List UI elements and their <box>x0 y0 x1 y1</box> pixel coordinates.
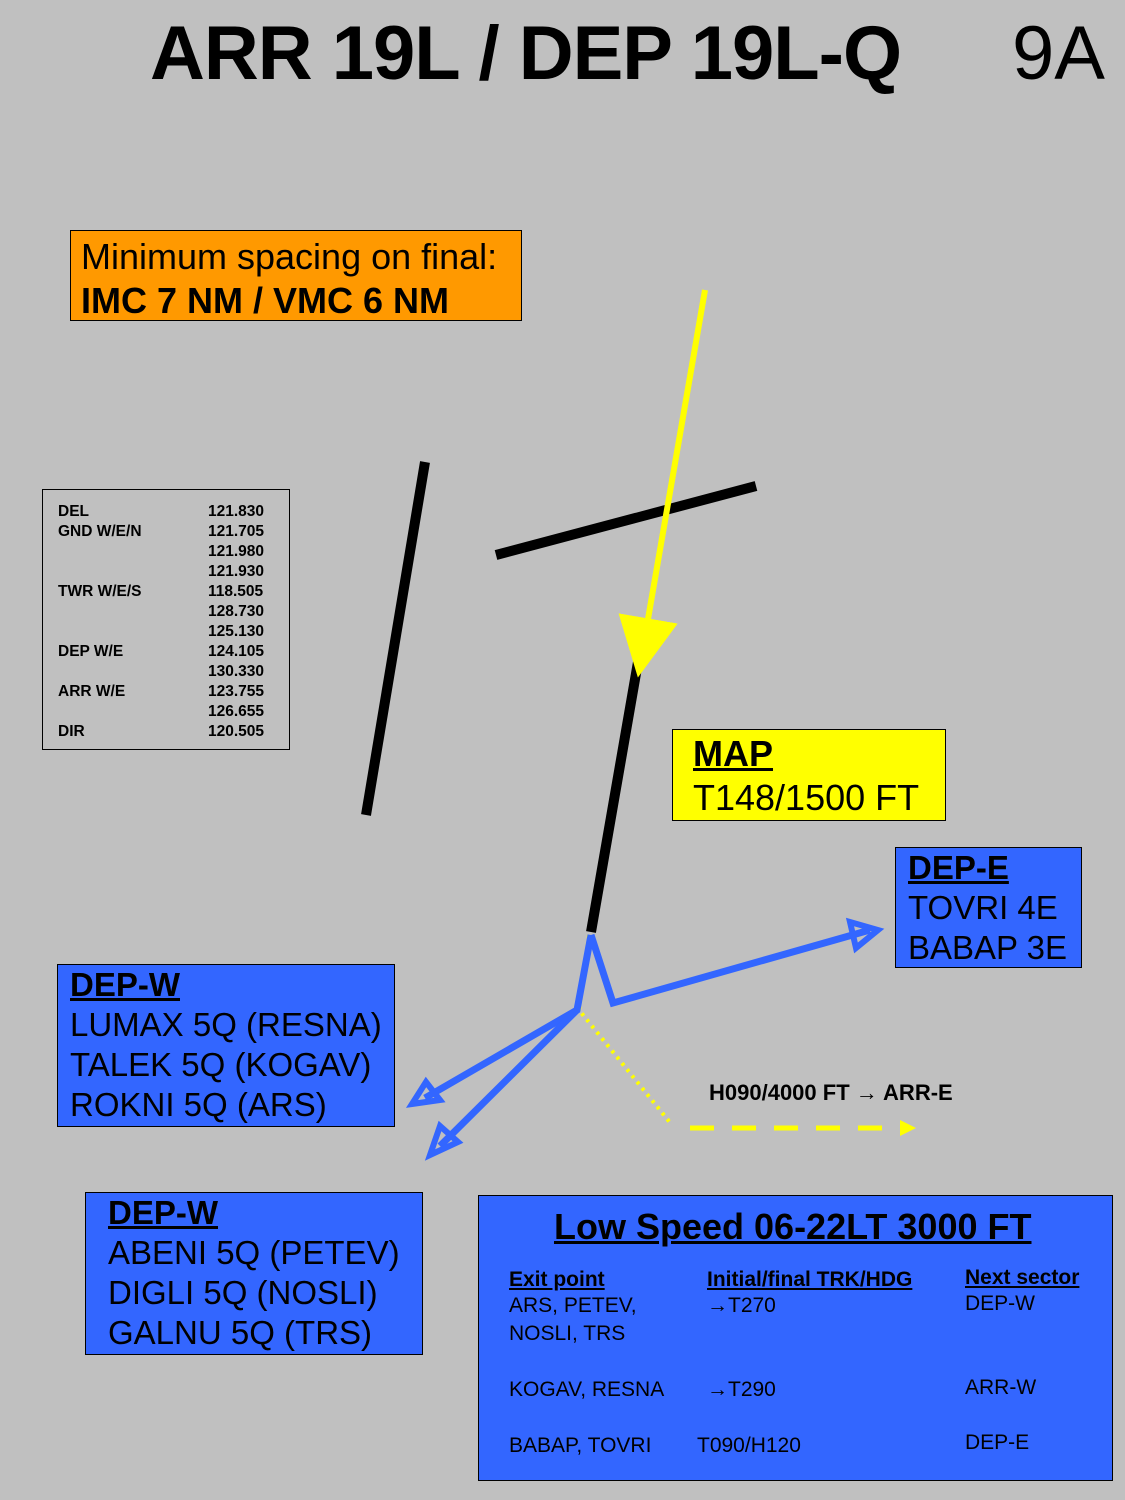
map-title: MAP <box>693 733 773 774</box>
frequency-value: 126.655 <box>208 703 265 720</box>
frequency-label: GND W/E/N <box>58 523 142 540</box>
frequency-row: 121.930 <box>58 562 289 582</box>
frequency-label: ARR W/E <box>58 683 126 700</box>
dep-w1-route: TALEK 5Q (KOGAV) <box>70 1046 372 1083</box>
frequency-label: TWR W/E/S <box>58 583 142 600</box>
frequency-row: 125.130 <box>58 622 289 642</box>
departure-east-track <box>587 926 871 1008</box>
row2-track: →T290 <box>707 1378 776 1401</box>
minimum-spacing-box: Minimum spacing on final: IMC 7 NM / VMC… <box>70 230 522 321</box>
frequency-value: 120.505 <box>208 723 265 740</box>
row1-exit-line1: ARS, PETEV, <box>509 1294 637 1317</box>
low-speed-table: Low Speed 06-22LT 3000 FT Exit point Ini… <box>478 1195 1113 1481</box>
map-value: T148/1500 FT <box>693 777 920 818</box>
frequency-value: 121.980 <box>208 543 265 560</box>
departure-east-arrowhead <box>845 917 885 954</box>
frequency-row: DIR 120.505 <box>58 722 289 742</box>
row3-sector: DEP-E <box>965 1431 1030 1454</box>
frequency-label: DIR <box>58 723 85 740</box>
page-title: ARR 19L / DEP 19L-Q <box>150 11 902 96</box>
frequency-table: DEL 121.830 GND W/E/N 121.705 121.980 121.… <box>42 489 290 750</box>
row1-track: →T270 <box>707 1294 776 1317</box>
dep-w1-route: ROKNI 5Q (ARS) <box>70 1086 327 1123</box>
frequency-value: 121.705 <box>208 523 265 540</box>
dep-w2-route: ABENI 5Q (PETEV) <box>108 1234 400 1271</box>
runway-19l <box>586 661 643 933</box>
spacing-line2: IMC 7 NM / VMC 6 NM <box>81 280 450 321</box>
frequency-row: 130.330 <box>58 662 289 682</box>
dep-e-route: TOVRI 4E <box>908 889 1058 926</box>
dep-w2-route: GALNU 5Q (TRS) <box>108 1314 373 1351</box>
frequency-value: 123.755 <box>208 683 265 700</box>
frequency-value: 124.105 <box>208 643 265 660</box>
low-speed-title: Low Speed 06-22LT 3000 FT <box>554 1206 1032 1247</box>
frequency-label: DEP W/E <box>58 643 124 660</box>
runway-west <box>361 461 430 816</box>
frequency-value: 121.830 <box>208 503 265 520</box>
dep-w2-title: DEP-W <box>108 1194 218 1231</box>
frequency-label: DEL <box>58 503 89 520</box>
row1-sector: DEP-W <box>965 1292 1035 1315</box>
frequency-row: 126.655 <box>58 702 289 722</box>
frequency-row: 121.980 <box>58 542 289 562</box>
row3-exit: BABAP, TOVRI <box>509 1434 652 1457</box>
row2-exit: KOGAV, RESNA <box>509 1378 665 1401</box>
missed-approach-point-box: MAP T148/1500 FT <box>672 729 946 821</box>
frequency-row: ARR W/E 123.755 <box>58 682 289 702</box>
frequency-row: TWR W/E/S 118.505 <box>58 582 289 602</box>
frequency-value: 121.930 <box>208 563 265 580</box>
row3-track: T090/H120 <box>697 1434 801 1457</box>
header-track: Initial/final TRK/HDG <box>707 1268 913 1291</box>
departure-west-track-2 <box>437 1007 580 1149</box>
spacing-line1: Minimum spacing on final: <box>81 236 498 277</box>
row2-sector: ARR-W <box>965 1376 1037 1399</box>
dep-w1-title: DEP-W <box>70 966 180 1003</box>
chart-identifier: 9A <box>1012 11 1105 96</box>
runway-crosswind <box>494 481 758 560</box>
departure-east-box: DEP-E TOVRI 4E BABAP 3E <box>895 847 1082 968</box>
header-next-sector: Next sector <box>965 1266 1080 1289</box>
departure-west-box-1: DEP-W LUMAX 5Q (RESNA) TALEK 5Q (KOGAV) … <box>57 964 395 1127</box>
frequency-value: 125.130 <box>208 623 265 640</box>
header-exit-point: Exit point <box>509 1268 605 1291</box>
dep-w1-route: LUMAX 5Q (RESNA) <box>70 1006 382 1043</box>
frequency-value: 118.505 <box>208 583 264 600</box>
missed-approach-label: H090/4000 FT → ARR-E <box>709 1080 953 1105</box>
frequency-value: 130.330 <box>208 663 265 680</box>
frequency-row: GND W/E/N 121.705 <box>58 522 289 542</box>
missed-approach-dotted <box>576 934 674 1127</box>
arrival-track <box>618 289 708 678</box>
departure-west-arrowhead-1 <box>405 1076 446 1108</box>
departure-west-box-2: DEP-W ABENI 5Q (PETEV) DIGLI 5Q (NOSLI) … <box>85 1192 423 1355</box>
dep-e-title: DEP-E <box>908 849 1009 886</box>
frequency-row: DEP W/E 124.105 <box>58 642 289 662</box>
departure-west-arrowhead-2 <box>424 1120 464 1161</box>
row1-exit-line2: NOSLI, TRS <box>509 1322 626 1345</box>
dep-e-route: BABAP 3E <box>908 929 1067 966</box>
dep-w2-route: DIGLI 5Q (NOSLI) <box>108 1274 378 1311</box>
frequency-value: 128.730 <box>208 603 265 620</box>
frequency-row: 128.730 <box>58 602 289 622</box>
frequency-row: DEL 121.830 <box>58 502 289 522</box>
missed-approach-arrowhead <box>900 1120 916 1136</box>
